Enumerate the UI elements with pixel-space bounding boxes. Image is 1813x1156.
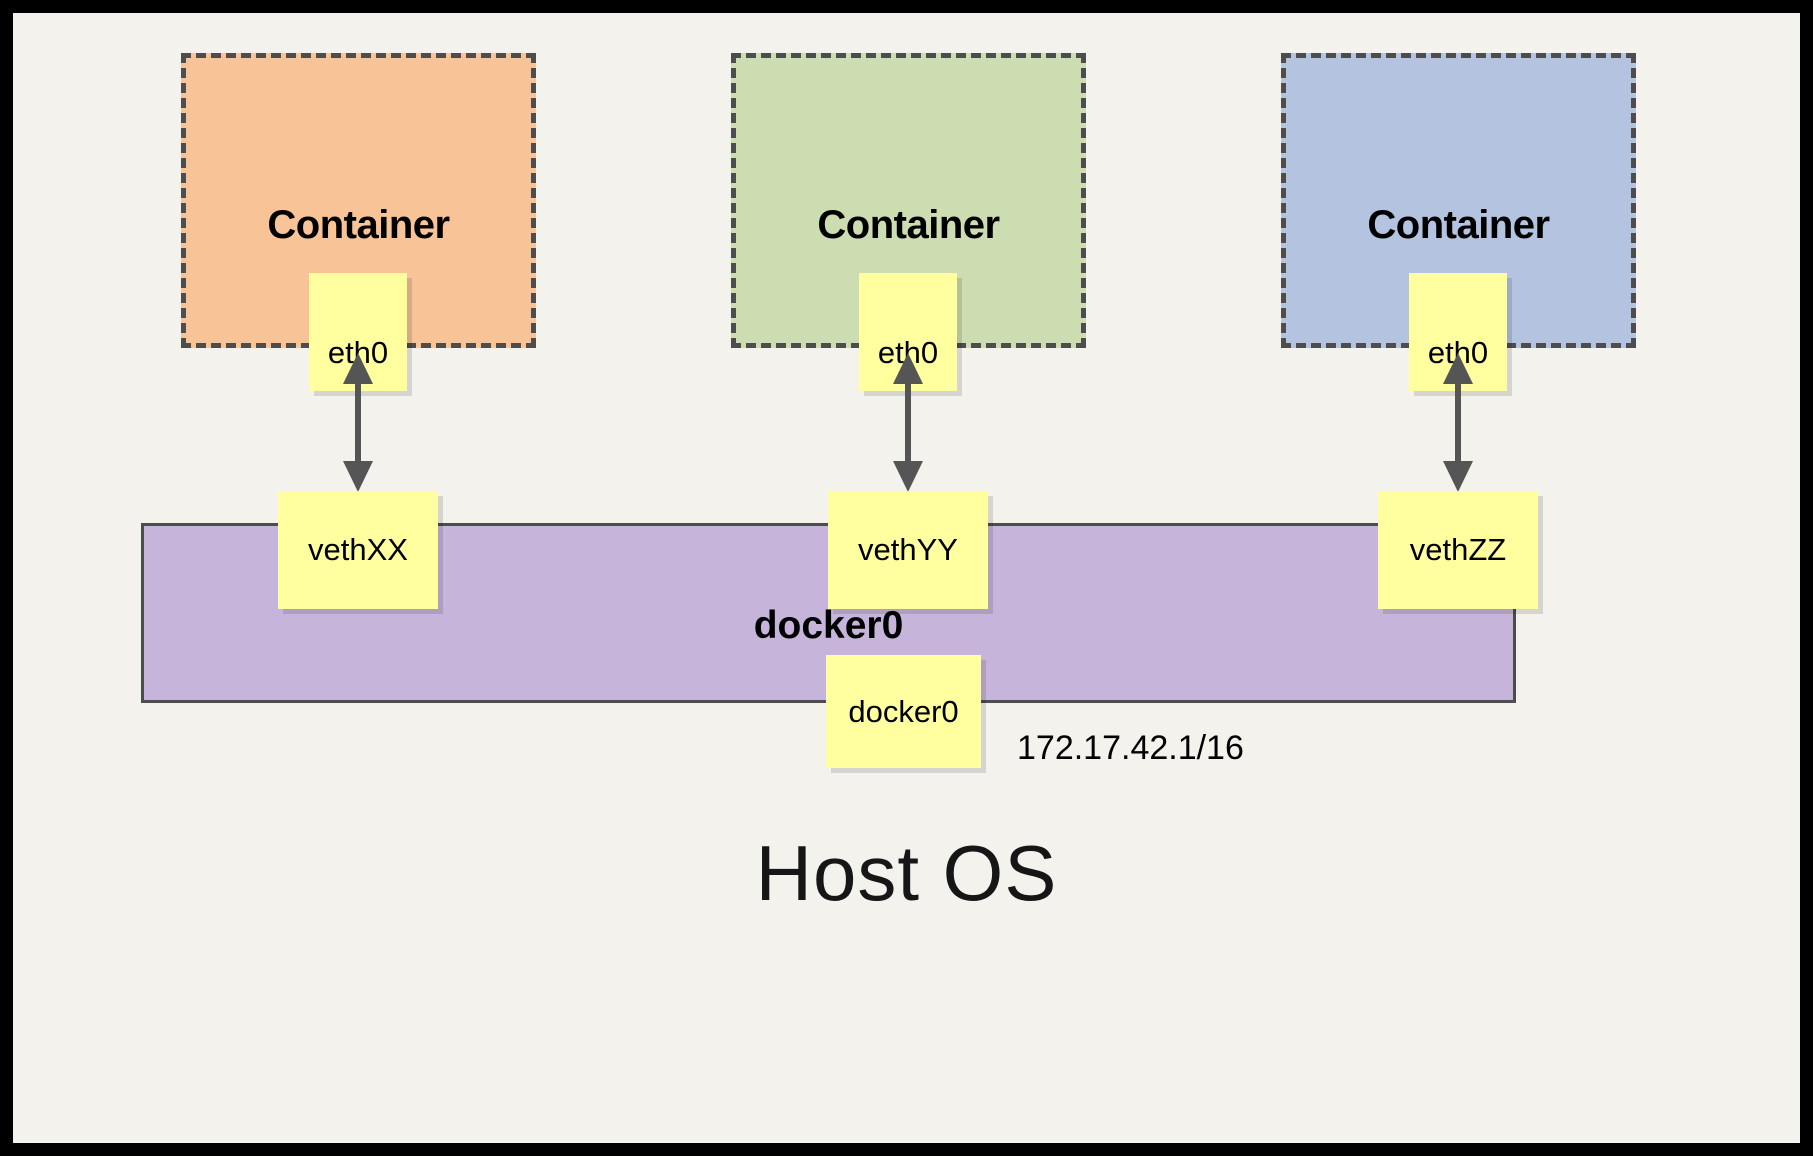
- container-2-title: Container: [817, 203, 1000, 247]
- host-os-label: Host OS: [755, 829, 1058, 917]
- docker0-ip-address: 172.17.42.1/16: [1017, 729, 1244, 767]
- veth-yy-interface[interactable]: vethYY: [828, 491, 988, 609]
- veth-xx-interface[interactable]: vethXX: [278, 491, 438, 609]
- diagram-stage: Container eth0 Container eth0 Container: [13, 13, 1800, 1143]
- veth-zz-interface[interactable]: vethZZ: [1378, 491, 1538, 609]
- docker0-bridge-label: docker0: [753, 604, 904, 647]
- container-1-title: Container: [267, 203, 450, 247]
- docker0-interface-note[interactable]: docker0: [826, 655, 981, 768]
- arrow-container-3-to-vethzz: [1440, 351, 1476, 494]
- arrow-container-2-to-vethyy: [890, 351, 926, 494]
- arrow-container-1-to-vethxx: [340, 351, 376, 494]
- container-3-title: Container: [1367, 203, 1550, 247]
